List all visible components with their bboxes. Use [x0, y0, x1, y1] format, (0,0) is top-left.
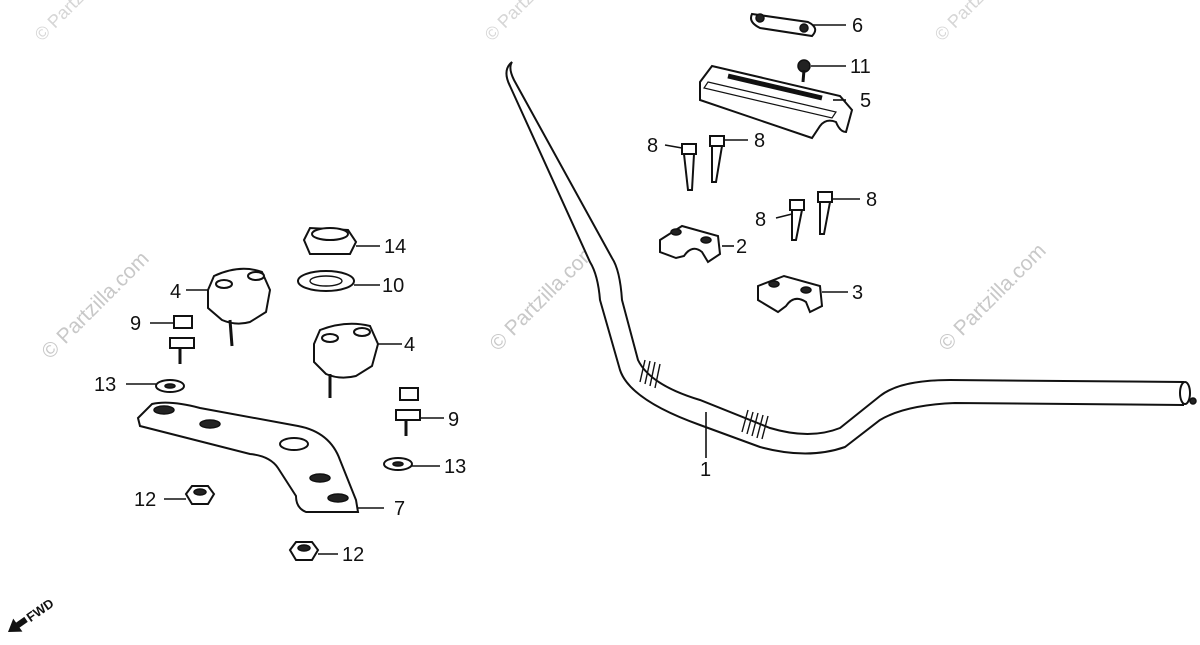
watermark-top-right: © Partzilla.com	[931, 0, 1031, 45]
watermark-left: © Partzilla.com	[37, 247, 153, 363]
left-washer-part	[126, 379, 185, 393]
callout-13-left: 13	[94, 374, 116, 396]
watermark-top-left: © Partzilla.com	[31, 0, 131, 45]
lower-holder-part	[757, 274, 848, 314]
callout-5: 5	[860, 90, 871, 112]
callout-labels: 1 2 3 4 4 5 6 7 8 8 8 8 9 9 10 11 12 12 …	[94, 15, 877, 566]
callout-10: 10	[382, 275, 404, 297]
lower-bolt-pair-part	[775, 191, 860, 241]
callout-14: 14	[384, 236, 406, 258]
callout-3: 3	[852, 282, 863, 304]
upper-bolt-pair-part	[664, 135, 748, 191]
right-bolt-part	[395, 387, 444, 436]
callout-11: 11	[850, 56, 871, 78]
upper-riser-part	[186, 267, 272, 347]
callout-8-upper-right: 8	[754, 130, 765, 152]
lower-flange-nut-part	[288, 541, 338, 561]
watermark-center: © Partzilla.com	[485, 239, 601, 355]
fwd-indicator: FWD	[8, 596, 57, 632]
callout-9-right: 9	[448, 409, 459, 431]
callout-4-lower: 4	[404, 334, 415, 356]
screw-part	[797, 59, 846, 83]
upper-clamp-bracket-part	[750, 12, 846, 38]
fwd-arrow-icon	[8, 616, 28, 632]
callout-1: 1	[700, 459, 711, 481]
handlebar-cover-part	[699, 64, 854, 140]
callout-8-upper-left: 8	[647, 135, 658, 157]
washer-part	[297, 270, 380, 292]
callout-8-lower-left: 8	[755, 209, 766, 231]
watermark-top-center: © Partzilla.com	[481, 0, 581, 45]
left-bolt-part	[150, 315, 195, 364]
callout-4-upper: 4	[170, 281, 181, 303]
callout-2: 2	[736, 236, 747, 258]
upper-flange-nut-part	[164, 485, 216, 505]
cap-nut-part	[302, 226, 380, 255]
callout-8-lower-right: 8	[866, 189, 877, 211]
right-washer-part	[383, 457, 440, 471]
fwd-label: FWD	[24, 596, 57, 625]
upper-holder-part	[659, 224, 734, 264]
callout-6: 6	[852, 15, 863, 37]
callout-13-right: 13	[444, 456, 466, 478]
lower-riser-part	[313, 322, 402, 398]
holder-plate-part	[136, 401, 384, 513]
callout-12-upper: 12	[134, 489, 156, 511]
watermark-right: © Partzilla.com	[934, 239, 1050, 355]
watermarks: © Partzilla.com © Partzilla.com © Partzi…	[31, 0, 1051, 364]
handlebar-part	[505, 61, 1197, 458]
callout-9-left: 9	[130, 313, 141, 335]
callout-7: 7	[394, 498, 405, 520]
callout-12-lower: 12	[342, 544, 364, 566]
